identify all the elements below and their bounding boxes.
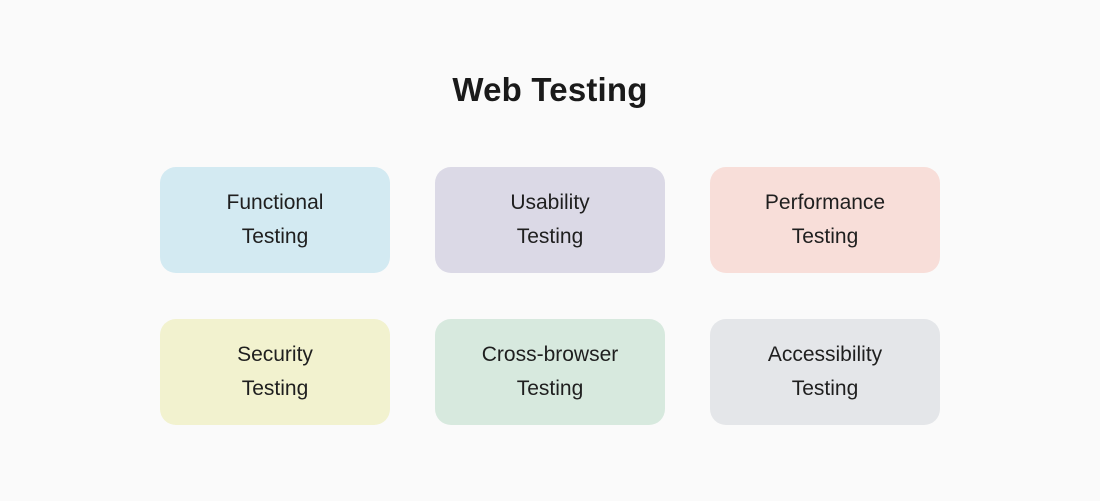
card-functional-testing: Functional Testing [160, 167, 390, 273]
card-label-line: Functional [226, 191, 324, 214]
card-label-line: Performance [764, 191, 886, 214]
card-label-line: Testing [241, 225, 309, 248]
card-usability-testing: Usability Testing [435, 167, 665, 273]
card-label-line: Security [237, 343, 313, 366]
card-performance-testing: Performance Testing [710, 167, 940, 273]
card-label-line: Testing [516, 377, 584, 400]
testing-types-grid: Functional Testing Usability Testing Per… [160, 167, 940, 425]
card-label-line: Testing [791, 225, 859, 248]
card-security-testing: Security Testing [160, 319, 390, 425]
card-label-line: Usability [510, 191, 590, 214]
card-label-line: Cross-browser [481, 343, 619, 366]
card-label-line: Testing [791, 377, 859, 400]
card-label-line: Testing [516, 225, 584, 248]
page-title: Web Testing [452, 71, 648, 108]
card-accessibility-testing: Accessibility Testing [710, 319, 940, 425]
card-label-line: Testing [241, 377, 309, 400]
card-label-line: Accessibility [767, 343, 883, 366]
card-cross-browser-testing: Cross-browser Testing [435, 319, 665, 425]
